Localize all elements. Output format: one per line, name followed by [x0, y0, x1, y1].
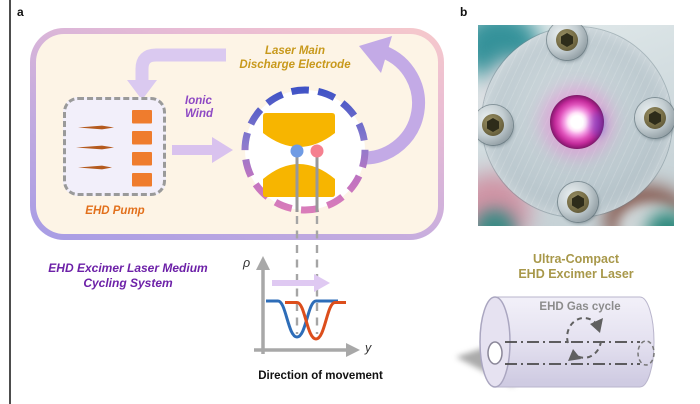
- caption-b-line2: EHD Excimer Laser: [518, 267, 634, 281]
- density-profile-plot: [254, 256, 360, 357]
- ionic-wind-line2: Wind: [185, 108, 213, 120]
- ultra-compact-caption: Ultra-Compact EHD Excimer Laser: [488, 252, 664, 282]
- laser-endplate-photo: [478, 25, 674, 226]
- return-flow-arrow-icon: [127, 48, 226, 100]
- blue-pin: [290, 144, 304, 158]
- plot-xlabel: y: [365, 341, 372, 355]
- pin-projection-dashes-icon: [295, 216, 319, 334]
- ionic-wind-label: Ionic Wind: [185, 95, 213, 121]
- pump-needles-and-collectors-icon: [76, 110, 152, 187]
- ionic-wind-line1: Ionic: [185, 95, 212, 107]
- movement-arrow-icon: [272, 274, 330, 292]
- bore-far-hole-dashed: [637, 340, 655, 366]
- laser-tube-cylinder-icon: [456, 296, 655, 388]
- caption-b-line1: Ultra-Compact: [532, 252, 620, 266]
- system-caption-line2: Cycling System: [83, 276, 173, 290]
- gas-cycle-arrowhead-up: [590, 318, 603, 333]
- photo-bg-teal-bottom-left: [478, 209, 516, 226]
- gas-cycle-arrowhead-down: [568, 349, 581, 361]
- top-electrode: [263, 113, 335, 147]
- panel-b-label: b: [460, 5, 468, 19]
- ehd-pump-box: [63, 97, 166, 196]
- laser-main-electrode-label: Laser Main Discharge Electrode: [225, 44, 365, 72]
- cycling-system-caption: EHD Excimer Laser Medium Cycling System: [30, 261, 226, 291]
- left-edge-rule: [9, 0, 11, 404]
- ionic-wind-arrow-icon: [172, 137, 233, 163]
- x-axis-arrowhead: [346, 343, 360, 357]
- screw-right-icon: [635, 98, 674, 138]
- ehd-pump-label: EHD Pump: [85, 205, 145, 217]
- orange-density-curve: [285, 301, 346, 341]
- plot-ylabel: ρ: [243, 256, 251, 270]
- panel-a-label: a: [17, 5, 24, 19]
- screw-top-icon: [547, 25, 587, 60]
- gas-cycle-label: EHD Gas cycle: [539, 301, 621, 313]
- screw-left-icon: [478, 105, 513, 145]
- blue-density-curve: [266, 299, 338, 339]
- system-caption-line1: EHD Excimer Laser Medium: [48, 261, 208, 275]
- circulation-arrow-icon: [359, 36, 426, 165]
- electrode-label-line1: Laser Main: [264, 45, 326, 57]
- electrode-label-line2: Discharge Electrode: [239, 59, 351, 71]
- bore-exit-hole: [487, 341, 503, 365]
- discharge-glow: [550, 95, 604, 149]
- pink-pin: [310, 144, 324, 158]
- discharge-glow-blue-fringe: [590, 111, 605, 137]
- screw-bottom-icon: [558, 182, 598, 222]
- y-axis-arrowhead: [256, 256, 270, 270]
- discharge-chamber-icon: [241, 86, 369, 214]
- direction-of-movement-caption: Direction of movement: [258, 370, 383, 382]
